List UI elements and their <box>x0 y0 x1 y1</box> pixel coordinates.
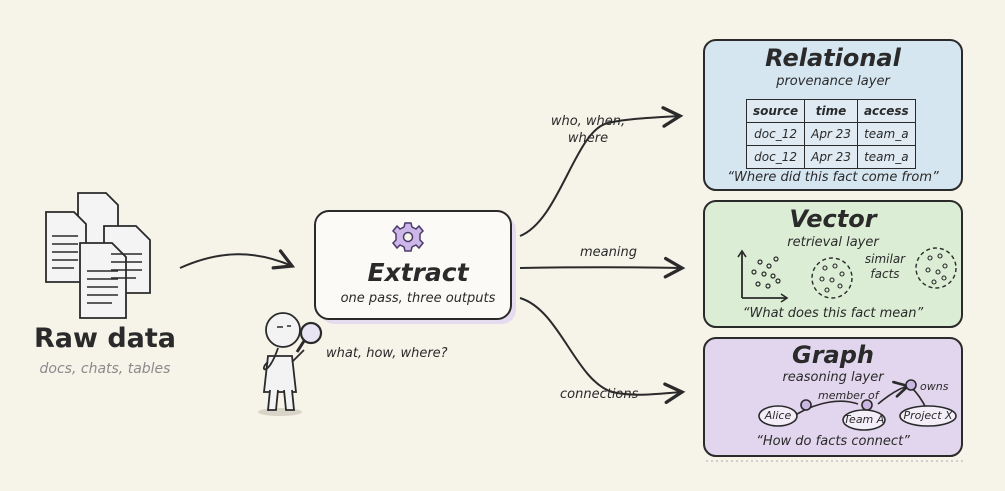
extract-to-graph-arrow <box>519 297 686 405</box>
scatter-axes-icon <box>737 249 789 303</box>
similar-facts-label-line1: similar <box>864 252 906 266</box>
column-header: access <box>856 99 916 123</box>
column-header: time <box>804 99 858 123</box>
relational-title: Relational <box>765 44 901 72</box>
table-cell: doc_12 <box>745 145 806 169</box>
graph-quote: “How do facts connect” <box>756 434 910 449</box>
vector-arrow-label: meaning <box>580 245 637 260</box>
graph-title: Graph <box>792 341 874 369</box>
graph-node-team-a: Team A <box>843 413 885 426</box>
graph-arrow-label: connections <box>560 387 639 402</box>
table-cell: team_a <box>856 145 916 169</box>
extract-subtitle: one pass, three outputs <box>340 291 496 306</box>
table-cell: Apr 23 <box>804 122 858 146</box>
extract-box <box>314 210 512 320</box>
raw-to-extract-arrow <box>179 249 296 270</box>
person-with-magnifier-icon <box>258 312 323 416</box>
extract-title: Extract <box>367 258 469 287</box>
graph-node-alice: Alice <box>764 409 792 422</box>
gear-icon <box>391 222 425 252</box>
provenance-table: source time access doc_12 Apr 23 team_a … <box>745 99 916 169</box>
vector-quote: “What does this fact mean” <box>742 306 924 321</box>
extract-to-vector-arrow <box>519 256 686 279</box>
similar-facts-cluster <box>811 247 957 299</box>
relational-arrow-label-line1: who, when, <box>550 114 626 129</box>
similar-facts-label-line2: facts <box>870 267 900 281</box>
raw-data-title: Raw data <box>33 323 177 354</box>
vector-title: Vector <box>789 205 877 233</box>
graph-subtitle: reasoning layer <box>782 370 884 385</box>
vector-subtitle: retrieval layer <box>787 235 879 250</box>
relational-arrow-label: who, when, where <box>548 113 628 147</box>
relational-subtitle: provenance layer <box>776 74 890 89</box>
table-cell: Apr 23 <box>804 145 858 169</box>
table-row: doc_12 Apr 23 team_a <box>745 122 916 146</box>
similar-facts-label: similar facts <box>860 252 910 282</box>
graph-network <box>758 379 957 431</box>
graph-edge-member-of: member of <box>818 389 879 402</box>
table-cell: doc_12 <box>745 122 806 146</box>
person-thought: what, how, where? <box>326 346 448 361</box>
graph-panel <box>703 337 963 457</box>
column-header: source <box>745 99 806 123</box>
graph-edge-owns: owns <box>920 380 949 393</box>
table-cell: team_a <box>856 122 916 146</box>
relational-quote: “Where did this fact come from” <box>727 170 939 185</box>
table-row: doc_12 Apr 23 team_a <box>745 145 916 169</box>
extract-to-relational-arrow <box>519 106 684 237</box>
vector-panel <box>703 200 963 328</box>
graph-node-project-x: Project X <box>903 409 953 422</box>
table-header-row: source time access <box>745 99 916 123</box>
documents-icon <box>45 192 151 319</box>
relational-arrow-label-line2: where <box>567 131 609 146</box>
raw-data-subtitle: docs, chats, tables <box>39 361 171 377</box>
